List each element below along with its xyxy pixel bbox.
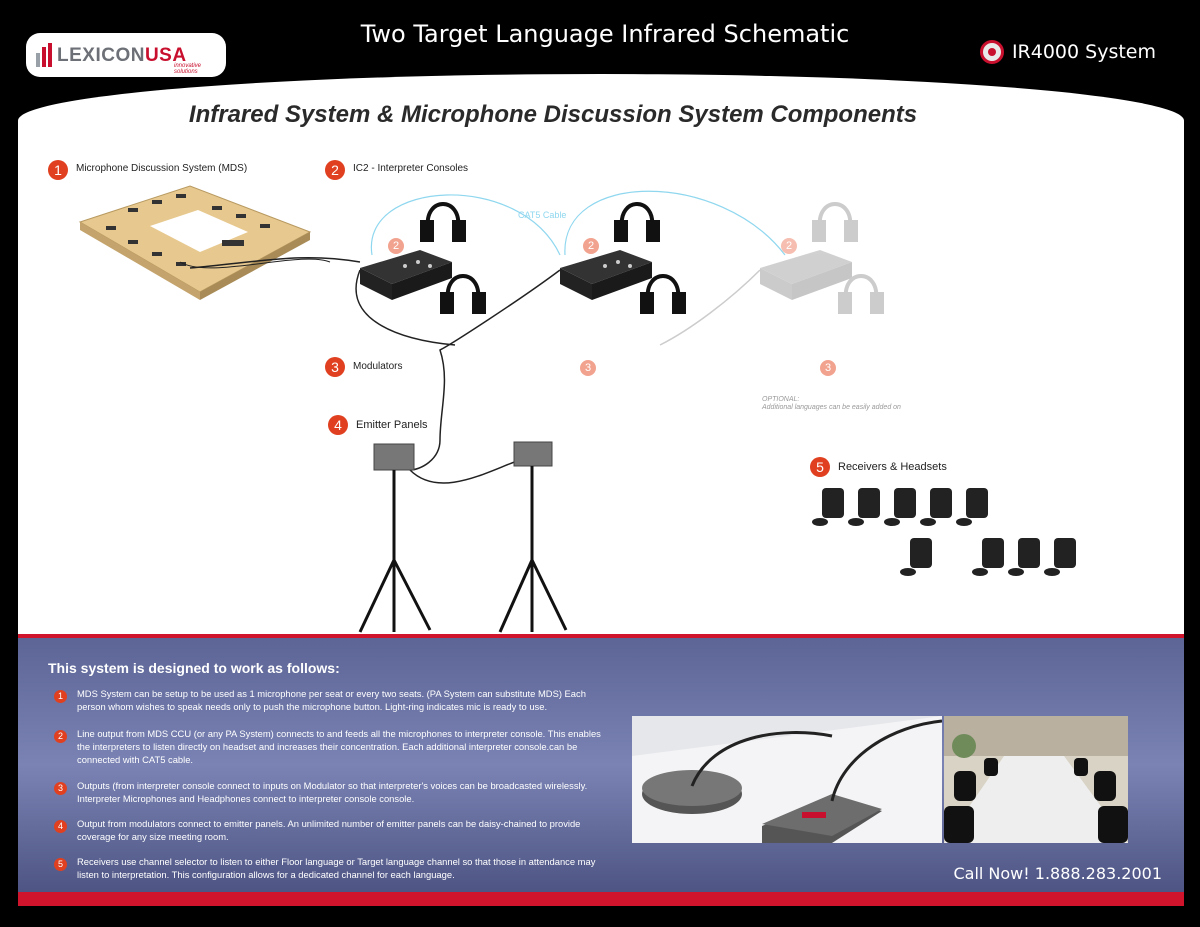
interpreter-console-icon <box>560 250 652 300</box>
conference-room-photo <box>944 716 1128 843</box>
instruction-step: 4 Output from modulators connect to emit… <box>54 818 607 844</box>
step-number: 2 <box>54 730 67 743</box>
instruction-step: 2 Line output from MDS CCU (or any PA Sy… <box>54 728 607 767</box>
component-2-badge: 2 <box>325 160 345 180</box>
system-badge: IR4000 System <box>979 40 1156 64</box>
console-badge: 2 <box>583 238 599 254</box>
instruction-step: 3 Outputs (from interpreter console conn… <box>54 780 607 806</box>
instruction-step: 5 Receivers use channel selector to list… <box>54 856 607 882</box>
step-number: 5 <box>54 858 67 871</box>
instruction-step: 1 MDS System can be setup to be used as … <box>54 688 607 714</box>
component-5-label: Receivers & Headsets <box>838 461 947 473</box>
logo-wordmark: LEXICONUSA <box>57 44 187 66</box>
component-2-label: IC2 - Interpreter Consoles <box>353 163 469 174</box>
conference-microphone-photo <box>632 716 942 843</box>
modulator-badge: 3 <box>580 360 596 376</box>
section-subtitle: Infrared System & Microphone Discussion … <box>188 101 918 128</box>
schematic-diagram <box>78 185 1076 633</box>
optional-note: OPTIONAL: Additional languages can be ea… <box>762 396 901 412</box>
component-4-badge: 4 <box>328 415 348 435</box>
page-title: Two Target Language Infrared Schematic <box>360 20 850 48</box>
step-text: Outputs (from interpreter console connec… <box>77 780 588 804</box>
step-text: Receivers use channel selector to listen… <box>77 856 596 880</box>
headset-logo-icon <box>979 40 1004 64</box>
system-name: IR4000 System <box>1011 41 1156 63</box>
component-4-label: Emitter Panels <box>356 419 428 431</box>
interpreter-console-icon <box>760 250 852 300</box>
receiver-icon <box>812 488 1076 576</box>
console-badge: 2 <box>388 238 404 254</box>
interpreter-console-icon <box>360 250 452 300</box>
divider-bottom <box>18 892 1184 906</box>
call-now-phone[interactable]: Call Now! 1.888.283.2001 <box>953 864 1162 883</box>
step-text: Line output from MDS CCU (or any PA Syst… <box>77 728 601 765</box>
lexicon-logo[interactable]: LEXICONUSA innovative solutions <box>26 33 226 77</box>
divider-top <box>18 634 1184 638</box>
headset-icon <box>420 202 686 314</box>
modulator-badge: 3 <box>820 360 836 376</box>
cable-label: CAT5 Cable <box>518 210 567 220</box>
step-text: MDS System can be setup to be used as 1 … <box>77 688 586 712</box>
emitter-panel-icon <box>373 441 553 471</box>
component-5-badge: 5 <box>810 457 830 477</box>
component-3-badge: 3 <box>325 357 345 377</box>
step-number: 1 <box>54 690 67 703</box>
conference-table-icon <box>78 185 312 300</box>
tripod-icon <box>358 466 568 633</box>
component-3-label: Modulators <box>353 361 403 372</box>
instructions-title: This system is designed to work as follo… <box>48 660 340 676</box>
headset-icon <box>812 202 884 314</box>
step-text: Output from modulators connect to emitte… <box>77 818 581 842</box>
component-1-badge: 1 <box>48 160 68 180</box>
step-number: 3 <box>54 782 67 795</box>
logo-tagline: innovative solutions <box>174 63 202 75</box>
component-1-label: Microphone Discussion System (MDS) <box>76 163 248 174</box>
step-number: 4 <box>54 820 67 833</box>
console-badge: 2 <box>781 238 797 254</box>
logo-bars-icon <box>36 43 52 67</box>
